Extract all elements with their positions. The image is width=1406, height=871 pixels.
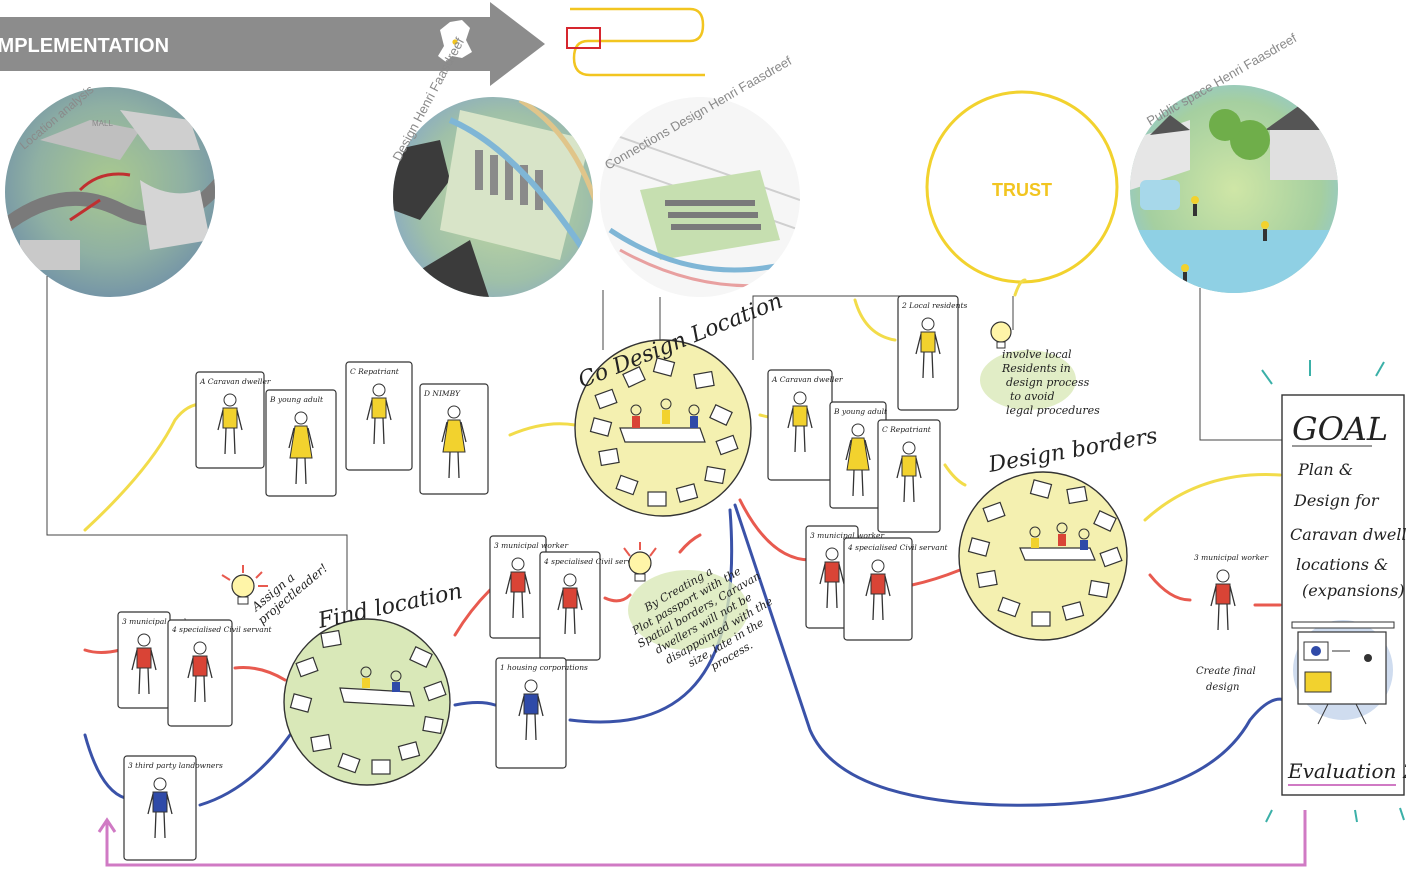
svg-text:involve local Residents: involve local Residents in design proces… <box>1001 348 1100 417</box>
person-body <box>871 574 885 594</box>
hub-codesign: Co Design Location <box>575 289 786 516</box>
card-repatriant-2: C Repatriant <box>878 420 940 532</box>
card-label: 1 housing corporations <box>500 663 588 672</box>
person-body <box>921 332 935 352</box>
card-caravan-dweller: A Caravan dweller <box>196 372 271 468</box>
person-body <box>511 572 525 592</box>
evaluation-label: Evaluation 2 <box>1287 759 1406 783</box>
person-head <box>525 680 537 692</box>
card-label: A Caravan dweller <box>199 377 271 386</box>
card-label: D NIMBY <box>423 389 461 398</box>
trust-circle: TRUST <box>927 92 1117 282</box>
person-body <box>223 408 237 428</box>
design-borders-title: Design borders <box>986 424 1160 478</box>
banner-title: IMPLEMENTATION <box>0 35 169 57</box>
person-head <box>154 778 166 790</box>
card-label: B young adult <box>269 395 324 404</box>
lightbulb-icon-plot <box>624 542 656 581</box>
card-housing-corporations: 1 housing corporations <box>496 658 588 768</box>
trust-label: TRUST <box>992 180 1052 200</box>
card-label: 3 third party landowners <box>128 761 223 770</box>
hub-find-location: Find location <box>284 579 465 785</box>
card-label: 3 municipal worker <box>494 541 568 550</box>
card-label: A Caravan dweller <box>771 375 843 384</box>
card-label: 4 specialised Civil servant <box>171 625 273 634</box>
person-body <box>825 562 839 582</box>
person-body <box>793 406 807 426</box>
person-head <box>826 548 838 560</box>
person-head <box>1217 570 1229 582</box>
person-head <box>138 634 150 646</box>
person-head <box>512 558 524 570</box>
person-head <box>224 394 236 406</box>
card-label: B young adult <box>833 407 888 416</box>
goal-panel: GOAL Plan & Design for Caravan dweller l… <box>1262 360 1406 822</box>
note-assign: Assign a projectleader! <box>222 550 330 627</box>
card-label: 2 Local residents <box>901 301 967 310</box>
person-head <box>564 574 576 586</box>
person-head <box>872 560 884 572</box>
person-head <box>295 412 307 424</box>
person-body <box>524 694 538 714</box>
card-repatriant: C Repatriant <box>346 362 412 470</box>
person-head <box>922 318 934 330</box>
lightbulb-icon-involve <box>991 322 1011 348</box>
person-body <box>193 656 207 676</box>
person-head <box>903 442 915 454</box>
logo-mark <box>567 9 705 75</box>
card-third-party-landowners: 3 third party landowners <box>124 756 223 860</box>
person-head <box>852 424 864 436</box>
card-civil-servant-3: 4 specialised Civil servant <box>844 538 949 640</box>
card-label: C Repatriant <box>882 425 932 434</box>
photo-location-analysis: Location analysis MALL <box>0 82 230 297</box>
card-nimby: D NIMBY <box>420 384 488 494</box>
person-body <box>153 792 167 812</box>
mall-label: MALL <box>92 119 113 128</box>
note-involve: involve local Residents in design proces… <box>980 322 1100 417</box>
person-head <box>448 406 460 418</box>
person-body <box>372 398 386 418</box>
card-young-adult: B young adult <box>266 390 336 496</box>
person-head <box>373 384 385 396</box>
card-label: 4 specialised Civil servant <box>847 543 949 552</box>
person-head <box>794 392 806 404</box>
goal-title: GOAL <box>1292 410 1388 448</box>
card-municipal-worker-final: 3 municipal worker <box>1194 553 1268 630</box>
card-local-residents: 2 Local residents <box>898 296 967 410</box>
hub-design-borders: Design borders <box>959 424 1159 640</box>
person-body <box>902 456 916 476</box>
person-body <box>1216 584 1230 604</box>
photo-connections: Connections Design Henri Faasdreef <box>600 53 800 297</box>
person-body <box>137 648 151 668</box>
photo-public-space: Public space Henri Faasdreef <box>1130 30 1340 300</box>
card-label: C Repatriant <box>350 367 400 376</box>
card-label: 3 municipal worker <box>1194 553 1268 562</box>
create-final-design-note: Create finaldesign <box>1196 666 1256 693</box>
person-body <box>563 588 577 608</box>
card-frame <box>898 296 958 410</box>
note-plot: By Creating a Plot passport with the Spa… <box>621 542 790 699</box>
person-head <box>194 642 206 654</box>
card-civil-servant-1: 4 specialised Civil servant <box>168 620 273 726</box>
return-arrow <box>99 810 1305 865</box>
